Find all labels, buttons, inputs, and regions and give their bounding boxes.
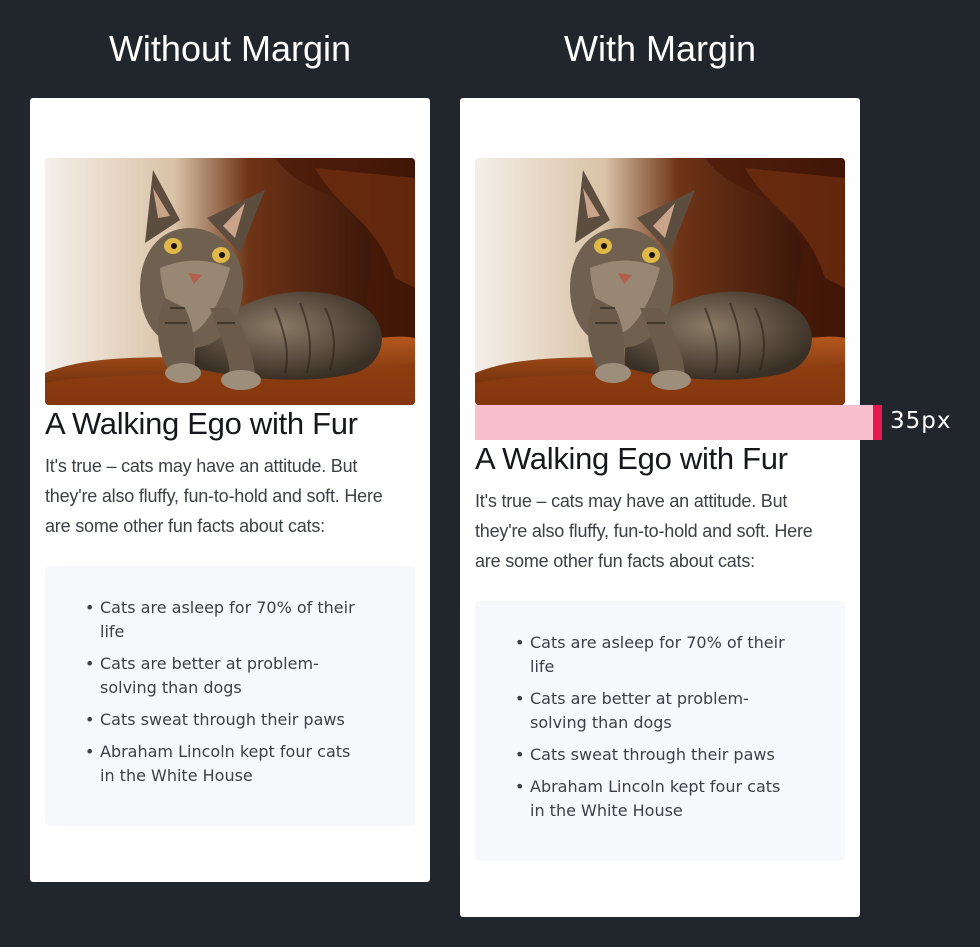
- facts-box: Cats are asleep for 70% of their life Ca…: [475, 601, 845, 861]
- list-item: Cats are asleep for 70% of their life: [515, 631, 800, 679]
- card-with-margin: A Walking Ego with Fur It's true – cats …: [460, 98, 860, 917]
- margin-highlight-band: [475, 405, 873, 440]
- card-heading: A Walking Ego with Fur: [45, 406, 358, 441]
- margin-marker: [873, 405, 882, 440]
- facts-list: Cats are asleep for 70% of their life Ca…: [85, 596, 370, 796]
- card-without-margin: A Walking Ego with Fur It's true – cats …: [30, 98, 430, 882]
- list-item: Cats are better at problem-solving than …: [85, 652, 370, 700]
- list-item: Cats sweat through their paws: [515, 743, 800, 767]
- list-item: Cats are asleep for 70% of their life: [85, 596, 370, 644]
- card-heading: A Walking Ego with Fur: [475, 441, 788, 476]
- list-item: Abraham Lincoln kept four cats in the Wh…: [515, 775, 800, 823]
- cat-photo: [45, 158, 415, 405]
- list-item: Cats sweat through their paws: [85, 708, 370, 732]
- column-title-with-margin: With Margin: [563, 28, 757, 69]
- facts-list: Cats are asleep for 70% of their life Ca…: [515, 631, 800, 831]
- cat-image-icon: [45, 158, 415, 405]
- cat-photo: [475, 158, 845, 405]
- margin-size-label: 35px: [890, 408, 952, 434]
- cat-image-icon: [475, 158, 845, 405]
- list-item: Cats are better at problem-solving than …: [515, 687, 800, 735]
- column-title-without-margin: Without Margin: [108, 28, 352, 69]
- list-item: Abraham Lincoln kept four cats in the Wh…: [85, 740, 370, 788]
- card-body-text: It's true – cats may have an attitude. B…: [45, 456, 383, 536]
- facts-box: Cats are asleep for 70% of their life Ca…: [45, 566, 415, 826]
- card-body-text: It's true – cats may have an attitude. B…: [475, 491, 813, 571]
